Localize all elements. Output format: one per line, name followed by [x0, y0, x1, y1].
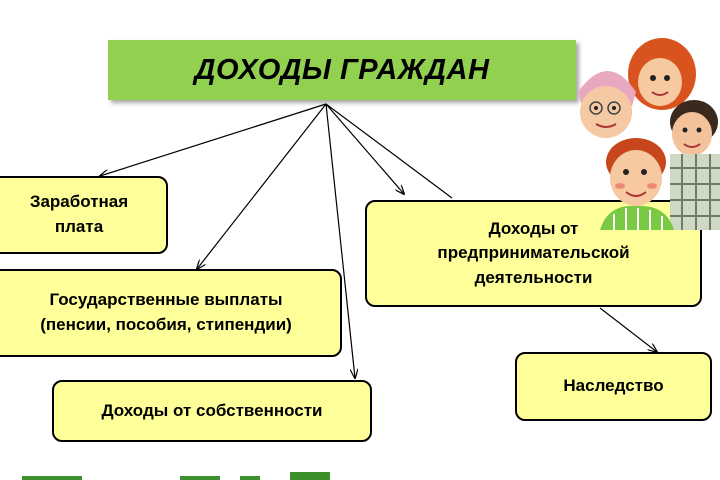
node-government-payments: Государственные выплаты (пенсии, пособия…: [0, 269, 342, 357]
diagram-title: ДОХОДЫ ГРАЖДАН: [194, 53, 490, 86]
diagram-title-box: ДОХОДЫ ГРАЖДАН: [108, 40, 576, 100]
cropped-bottom-text-icon: [22, 472, 330, 480]
node-inheritance-label: Наследство: [563, 376, 664, 396]
node-property-income: Доходы от собственности: [52, 380, 372, 442]
node-wage: Заработная плата: [0, 176, 168, 254]
node-business-label: Доходы от предпринимательской деятельнос…: [437, 218, 630, 287]
node-property-label: Доходы от собственности: [101, 400, 323, 420]
family-cartoon-icon: [578, 38, 720, 230]
line-to-business: [325, 103, 453, 199]
arrow-to-government: [197, 103, 327, 269]
node-government-label: Государственные выплаты (пенсии, пособия…: [40, 290, 292, 334]
arrow-to-wage: [100, 103, 327, 176]
node-inheritance: Наследство: [515, 352, 712, 421]
arrow-to-business-short: [325, 103, 404, 194]
arrow-to-property: [325, 103, 355, 378]
node-wage-label: Заработная плата: [29, 192, 129, 236]
arrow-to-inheritance: [599, 307, 657, 352]
node-business-income: Доходы от предпринимательской деятельнос…: [365, 200, 702, 307]
